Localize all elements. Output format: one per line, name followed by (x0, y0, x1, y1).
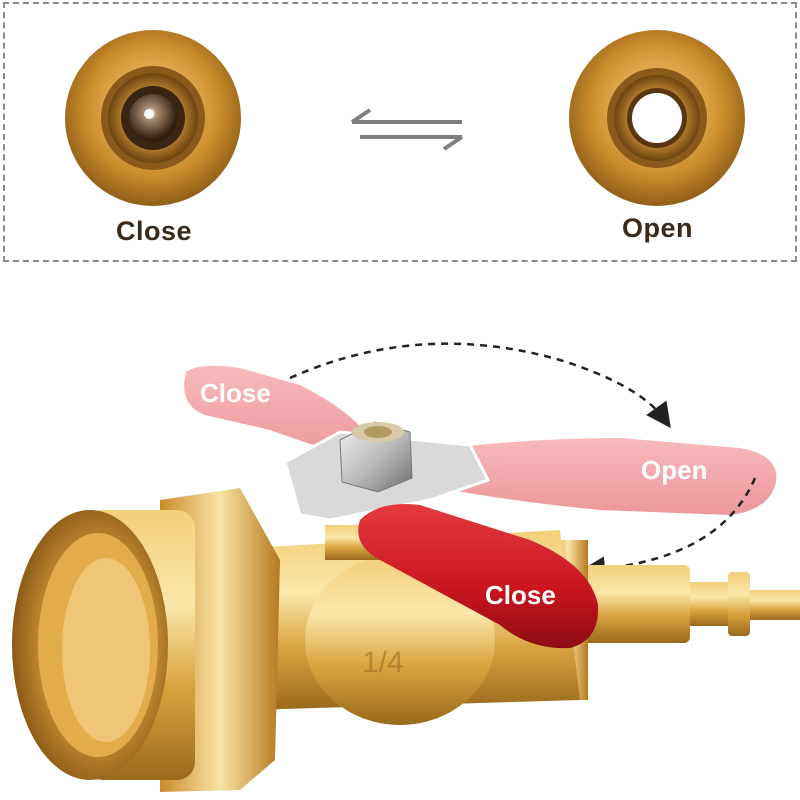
threaded-inlet (12, 488, 280, 792)
open-fitting-image (569, 30, 745, 206)
handle-open-label: Open (641, 455, 708, 485)
closed-fitting-image (65, 30, 241, 206)
open-label: Open (622, 213, 694, 243)
rotation-arrow-top (289, 342, 671, 429)
swap-arrows-icon (350, 108, 464, 151)
size-marking: 1/4 (362, 646, 404, 679)
handle-nut (339, 421, 413, 493)
handle-close-label-bottom: Close (485, 580, 556, 610)
handle-ghost (184, 365, 777, 522)
handle-red (358, 504, 599, 649)
close-label: Close (116, 216, 193, 246)
handle-close-label-top: Close (200, 378, 271, 408)
